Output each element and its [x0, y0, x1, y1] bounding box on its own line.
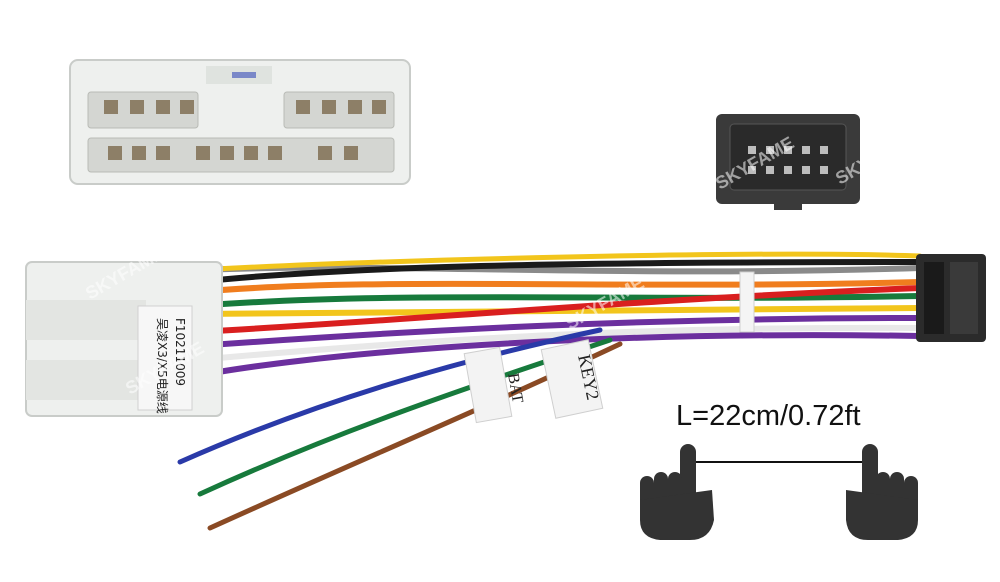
watermark-6: SKYFAME — [712, 503, 797, 564]
right-pointing-hand-icon — [846, 444, 918, 540]
plug-label-line1: 吴凌X3/X5电源线 — [155, 318, 169, 414]
black-connector-face — [716, 114, 860, 210]
wire-tags: BAT KEY2 — [463, 339, 604, 424]
wire-bundle — [177, 251, 923, 531]
black-plug — [916, 254, 986, 342]
white-connector-face — [69, 59, 411, 185]
plug-label-line2: F10211009 — [173, 318, 187, 386]
length-annotation — [640, 444, 918, 540]
left-pointing-hand-icon — [640, 444, 714, 540]
length-label: L=22cm/0.72ft — [676, 400, 861, 432]
white-plug: 吴凌X3/X5电源线 F10211009 — [25, 261, 223, 417]
wire-tag-bat: BAT — [504, 372, 526, 405]
